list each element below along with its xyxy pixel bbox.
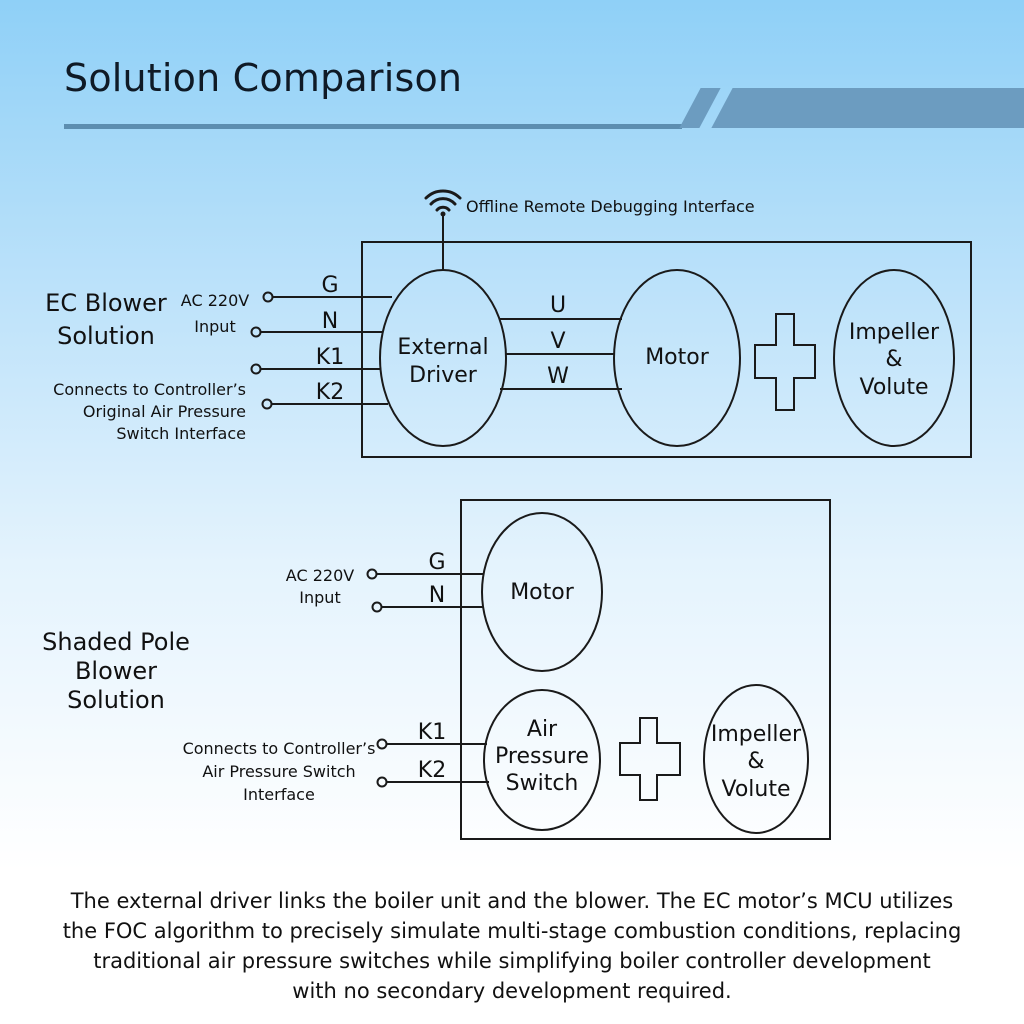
ec-terminal-n <box>250 326 262 338</box>
ec-terminal-k2 <box>261 398 273 410</box>
sp-terminal-label-g: G <box>428 550 445 575</box>
caption-line: with no secondary development required. <box>292 979 732 1003</box>
sp-terminal-n <box>371 601 383 613</box>
ec-motor-ellipse <box>613 269 741 447</box>
ec-motor-label: Motor <box>645 345 710 370</box>
ec-terminal-label-n: N <box>322 309 338 334</box>
sp-controller-note-line3: Interface <box>243 785 315 804</box>
sp-ac-input-line2: Input <box>299 588 340 607</box>
sp-terminal-k2 <box>376 776 388 788</box>
ec-terminal-label-k1: K1 <box>316 345 344 370</box>
ec-terminal-label-k2: K2 <box>316 380 344 405</box>
sp-terminal-k1 <box>376 738 388 750</box>
ec-impeller-label-line3: Volute <box>859 375 928 400</box>
sp-impeller-label-line1: Impeller <box>711 722 802 747</box>
ec-controller-note-line1: Connects to Controller’s <box>53 380 246 399</box>
air-pressure-switch-label-line3: Switch <box>506 771 579 796</box>
ec-ac-input-line1: AC 220V <box>181 291 249 310</box>
air-pressure-switch-label-line1: Air <box>527 717 558 742</box>
ec-impeller-label-line2: & <box>885 347 902 372</box>
caption-line: traditional air pressure switches while … <box>93 949 931 973</box>
sp-terminal-label-k2: K2 <box>418 758 446 783</box>
sp-enclosure-box <box>460 499 831 840</box>
sp-motor-label: Motor <box>510 580 575 605</box>
ec-terminal-label-g: G <box>321 273 338 298</box>
ec-controller-note-line2: Original Air Pressure <box>83 402 246 421</box>
sp-controller-note-line1: Connects to Controller’s <box>183 739 376 758</box>
ec-terminal-k1 <box>250 363 262 375</box>
ec-impeller-ellipse <box>833 269 955 447</box>
sp-solution-label-line3: Solution <box>67 686 165 714</box>
page-title: Solution Comparison <box>64 56 463 100</box>
sp-terminal-g <box>366 568 378 580</box>
phase-label-w: W <box>547 364 569 389</box>
ec-coupling-cross <box>754 313 816 411</box>
sp-controller-note-line2: Air Pressure Switch <box>202 762 355 781</box>
ec-terminal-g <box>262 291 274 303</box>
title-underline <box>64 124 682 129</box>
air-pressure-switch-label-line2: Pressure <box>495 744 589 769</box>
ec-ac-input-line2: Input <box>194 317 235 336</box>
caption-line: The external driver links the boiler uni… <box>70 889 954 913</box>
external-driver-label-line2: Driver <box>409 363 478 388</box>
ec-solution-label-line2: Solution <box>57 322 155 350</box>
sp-coupling-cross <box>619 717 681 801</box>
external-driver-label-line1: External <box>397 335 488 360</box>
sp-ac-input-line1: AC 220V <box>286 566 354 585</box>
phase-label-v: V <box>550 329 565 354</box>
sp-switch-ellipse <box>483 689 601 831</box>
sp-solution-label-line2: Blower <box>75 657 157 685</box>
ec-enclosure-box <box>361 241 972 458</box>
sp-impeller-label-line2: & <box>747 749 764 774</box>
sp-impeller-ellipse <box>703 684 809 834</box>
sp-motor-ellipse <box>481 512 603 672</box>
ec-impeller-label-line1: Impeller <box>849 320 940 345</box>
sp-terminal-label-n: N <box>429 583 445 608</box>
phase-label-u: U <box>550 293 566 318</box>
sp-solution-label-line1: Shaded Pole <box>42 628 190 656</box>
wifi-icon <box>424 189 462 217</box>
summary-caption: The external driver links the boiler uni… <box>40 886 984 1006</box>
ec-controller-note-line3: Switch Interface <box>116 424 246 443</box>
sp-impeller-label-line3: Volute <box>721 777 790 802</box>
remote-interface-label: Offline Remote Debugging Interface <box>466 197 755 216</box>
ec-solution-label-line1: EC Blower <box>45 289 167 317</box>
sp-terminal-label-k1: K1 <box>418 720 446 745</box>
caption-line: the FOC algorithm to precisely simulate … <box>62 919 962 943</box>
